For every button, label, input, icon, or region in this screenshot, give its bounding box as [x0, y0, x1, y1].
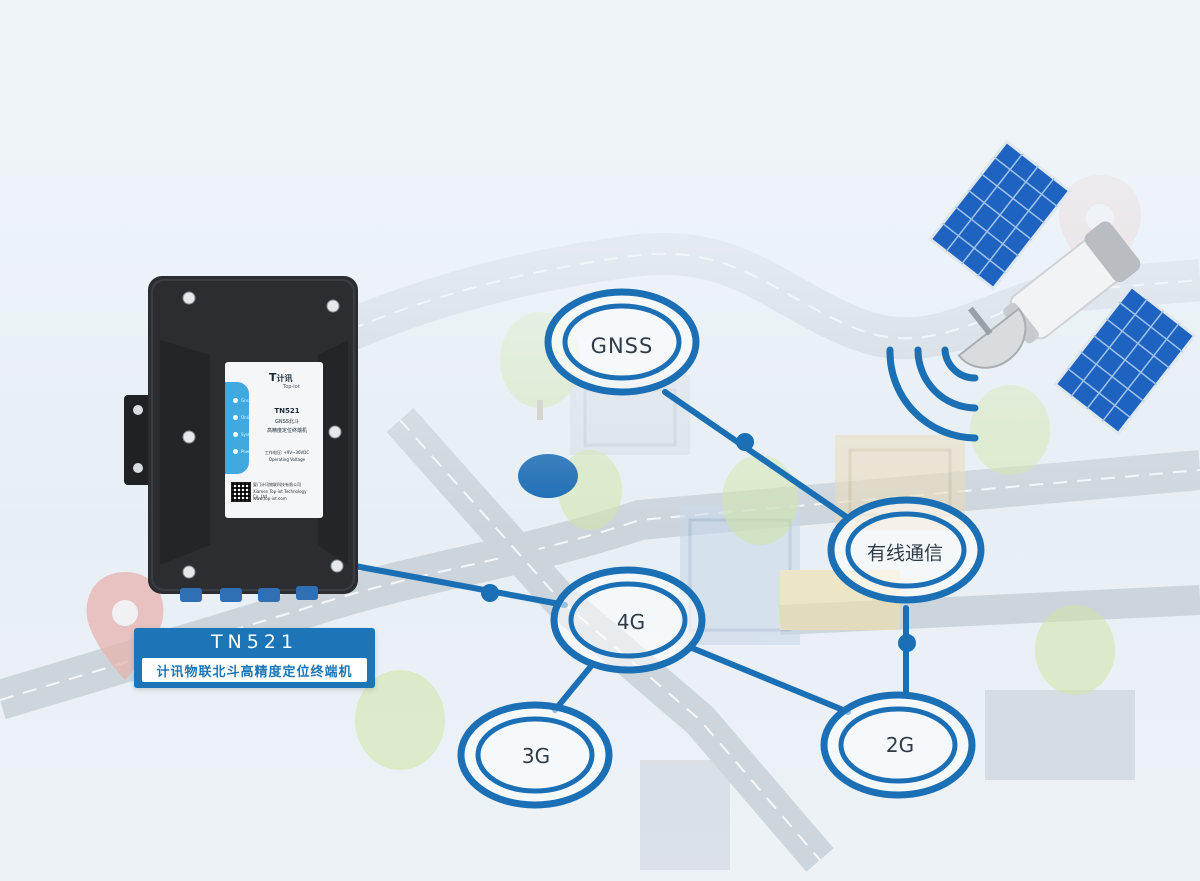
website: www.top-iot.com — [253, 496, 287, 501]
link-device-4g — [352, 563, 568, 608]
led-indicator — [233, 415, 238, 420]
led-label: Gnss — [241, 398, 251, 403]
badge-subtitle: 计讯物联北斗高精度定位终端机 — [156, 665, 353, 680]
led-label: Power — [241, 449, 254, 454]
brand-logo: T计讯 — [269, 371, 293, 384]
signal-waves-icon — [886, 346, 979, 442]
device-line1: GNSS北斗 — [275, 419, 299, 425]
brand-sub: Top-iot — [283, 384, 300, 390]
node-gnss — [544, 288, 700, 396]
node-label-4g: 4G — [616, 610, 646, 634]
node-label-3g: 3G — [521, 744, 551, 768]
device-voltage: 工作电压: +9V~36VDC — [264, 450, 310, 455]
link-joints — [481, 433, 916, 652]
node-2g — [820, 691, 976, 799]
node-label-2g: 2G — [885, 733, 915, 757]
node-4g — [550, 566, 706, 674]
led-label: Online — [241, 415, 254, 420]
badge-subtitle-bg — [142, 658, 367, 682]
badge-title: TN521 — [210, 631, 299, 653]
satellite-icon — [928, 139, 1197, 436]
node-wired — [827, 496, 985, 604]
node-3g — [457, 701, 613, 809]
link-joint — [898, 634, 916, 652]
led-indicator — [233, 432, 238, 437]
device-label-card: Gnss Online System Power T计讯 Top-iot TN5… — [225, 362, 323, 518]
link-joint — [736, 433, 754, 451]
device-voltage-en: Operating Voltage — [268, 457, 306, 462]
device-model: TN521 — [274, 407, 300, 415]
company-cn: 厦门计讯物联科技有限公司 — [253, 482, 301, 487]
node-label-wired: 有线通信 — [866, 542, 944, 565]
node-label-gnss: GNSS — [590, 334, 654, 358]
device-line2: 高精度定位终端机 — [266, 428, 307, 434]
link-joint — [481, 584, 499, 602]
led-band: Gnss Online System Power — [225, 382, 256, 474]
link-4g-2g — [689, 645, 851, 715]
link-4g-3g — [552, 662, 595, 713]
led-label: System — [241, 432, 256, 437]
company-en: Xiamen Top-iot Technology Co.,Ltd — [253, 489, 307, 499]
link-gnss-wired — [662, 389, 851, 521]
led-indicator — [233, 449, 238, 454]
links — [352, 389, 909, 715]
product-badge: TN521 计讯物联北斗高精度定位终端机 — [134, 628, 375, 688]
qr-code-icon — [231, 482, 251, 502]
led-indicator — [233, 398, 238, 403]
